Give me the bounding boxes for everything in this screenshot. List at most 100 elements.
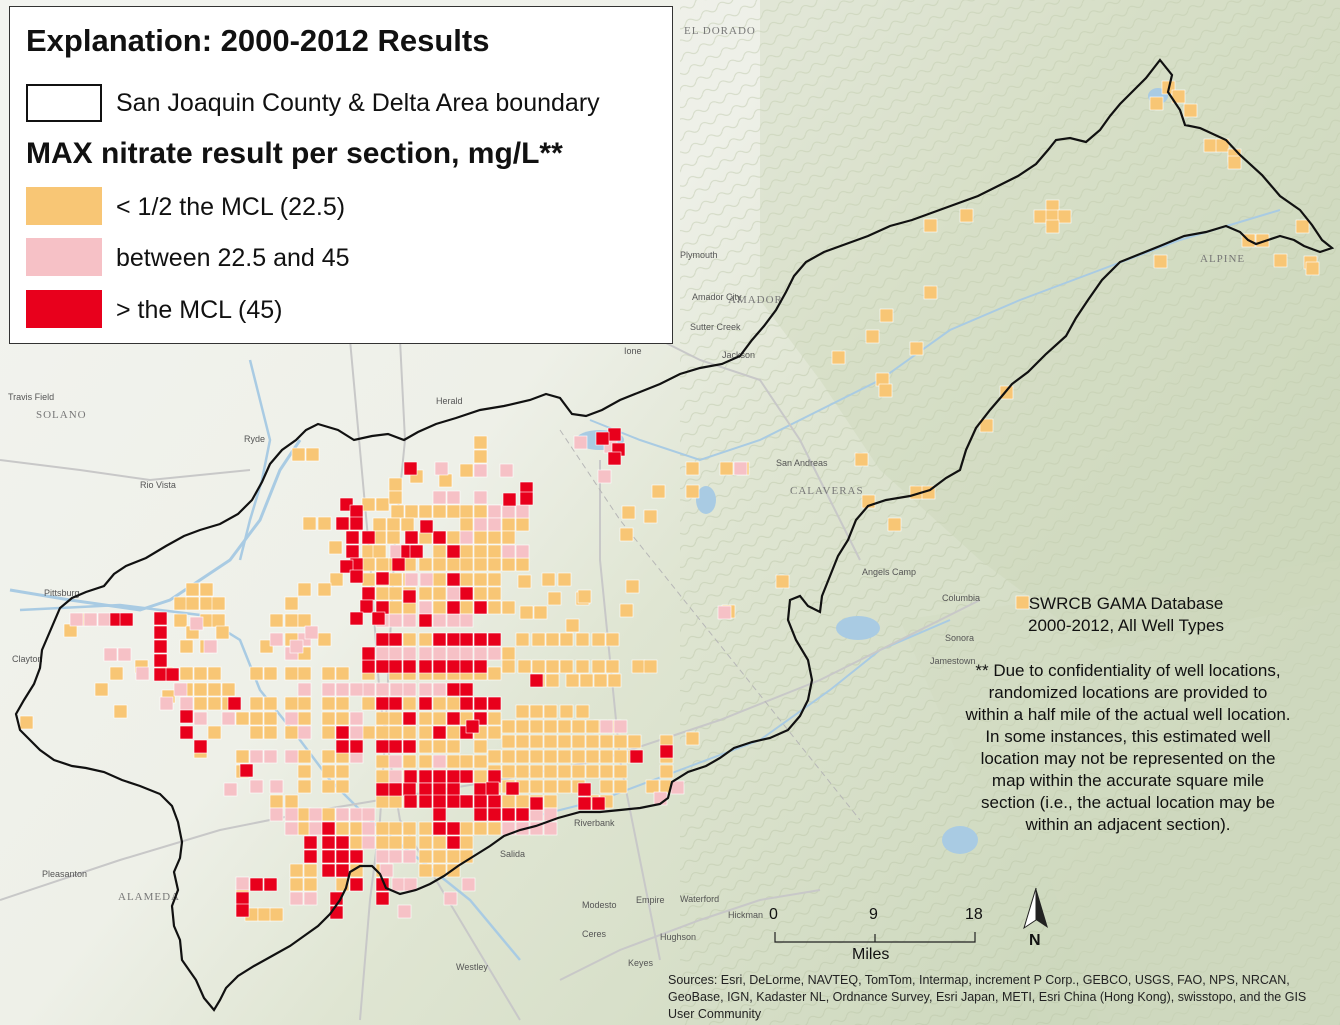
well-section-high xyxy=(403,769,418,784)
well-section-low xyxy=(613,779,628,794)
well-section-low xyxy=(543,794,558,809)
well-section-low xyxy=(541,572,556,587)
well-section-high xyxy=(487,696,502,711)
well-section-low xyxy=(418,863,433,878)
well-section-high xyxy=(193,739,208,754)
well-section-low xyxy=(432,586,447,601)
well-section-high xyxy=(409,544,424,559)
well-section-mid xyxy=(284,807,299,822)
place-label: Columbia xyxy=(942,593,980,603)
well-section-low xyxy=(446,557,461,572)
note-line: In some instances, this estimated well xyxy=(985,727,1271,746)
well-section-high xyxy=(375,696,390,711)
well-section-low xyxy=(613,734,628,749)
well-section-mid xyxy=(179,696,194,711)
well-section-low xyxy=(446,696,461,711)
well-section-low xyxy=(284,596,299,611)
well-section-low xyxy=(459,517,474,532)
well-section-high xyxy=(505,781,520,796)
well-section-mid xyxy=(432,613,447,628)
well-section-high xyxy=(629,749,644,764)
well-section-low xyxy=(559,704,574,719)
well-section-low xyxy=(643,659,658,674)
well-section-mid xyxy=(349,807,364,822)
well-section-low xyxy=(585,734,600,749)
place-label: Clayton xyxy=(12,654,43,664)
well-section-low xyxy=(446,504,461,519)
well-section-mid xyxy=(321,682,336,697)
well-section-mid xyxy=(434,461,449,476)
well-section-mid xyxy=(487,646,502,661)
well-section-low xyxy=(388,600,403,615)
well-section-low xyxy=(515,557,530,572)
well-section-low xyxy=(557,779,572,794)
well-section-low xyxy=(515,764,530,779)
well-section-mid xyxy=(418,600,433,615)
well-section-mid xyxy=(135,666,150,681)
well-section-mid xyxy=(335,807,350,822)
well-section-low xyxy=(297,696,312,711)
well-section-low xyxy=(446,739,461,754)
well-section-low xyxy=(402,754,417,769)
well-section-mid xyxy=(193,711,208,726)
well-section-high xyxy=(446,711,461,726)
well-section-low xyxy=(390,504,405,519)
well-section-low xyxy=(375,711,390,726)
well-section-high xyxy=(473,807,488,822)
well-section-low xyxy=(249,666,264,681)
well-section-low xyxy=(531,632,546,647)
well-section-high xyxy=(153,625,168,640)
well-section-high xyxy=(335,739,350,754)
well-section-low xyxy=(529,749,544,764)
well-section-low xyxy=(305,447,320,462)
county-label: ALAMEDA xyxy=(118,891,180,903)
well-section-high xyxy=(153,667,168,682)
well-section-mid xyxy=(402,646,417,661)
well-section-low xyxy=(529,719,544,734)
well-section-low xyxy=(487,821,502,836)
well-section-low xyxy=(418,586,433,601)
well-section-high xyxy=(349,504,364,519)
well-section-low xyxy=(361,696,376,711)
well-section-low xyxy=(402,821,417,836)
well-sections xyxy=(19,80,1320,922)
scale-unit: Miles xyxy=(852,946,890,963)
well-section-mid xyxy=(499,463,514,478)
well-section-low xyxy=(297,749,312,764)
well-section-low xyxy=(571,719,586,734)
well-section-low xyxy=(959,208,974,223)
well-section-mid xyxy=(459,530,474,545)
well-section-low xyxy=(257,907,272,922)
well-section-mid xyxy=(418,682,433,697)
well-section-mid xyxy=(308,807,323,822)
north-label: N xyxy=(1029,932,1041,949)
well-section-low xyxy=(284,725,299,740)
well-section-high xyxy=(375,782,390,797)
well-section-mid xyxy=(404,572,419,587)
well-section-mid xyxy=(223,782,238,797)
well-section-mid xyxy=(543,821,558,836)
well-section-low xyxy=(619,527,634,542)
place-label: Keyes xyxy=(628,958,654,968)
well-section-low xyxy=(432,863,447,878)
well-section-low xyxy=(643,509,658,524)
well-section-low xyxy=(335,779,350,794)
well-section-mid xyxy=(349,711,364,726)
well-section-mid xyxy=(375,849,390,864)
well-section-high xyxy=(303,849,318,864)
well-section-low xyxy=(335,696,350,711)
well-section-high xyxy=(335,725,350,740)
well-section-high xyxy=(119,612,134,627)
well-section-low xyxy=(432,572,447,587)
well-section-low xyxy=(879,308,894,323)
well-section-low xyxy=(329,572,344,587)
well-section-mid xyxy=(402,849,417,864)
well-section-high xyxy=(519,491,534,506)
well-section-low xyxy=(887,517,902,532)
well-section-mid xyxy=(461,877,476,892)
well-section-low xyxy=(432,600,447,615)
well-section-high xyxy=(418,794,433,809)
well-section-low xyxy=(303,877,318,892)
well-section-high xyxy=(349,849,364,864)
well-section-low xyxy=(1305,261,1320,276)
